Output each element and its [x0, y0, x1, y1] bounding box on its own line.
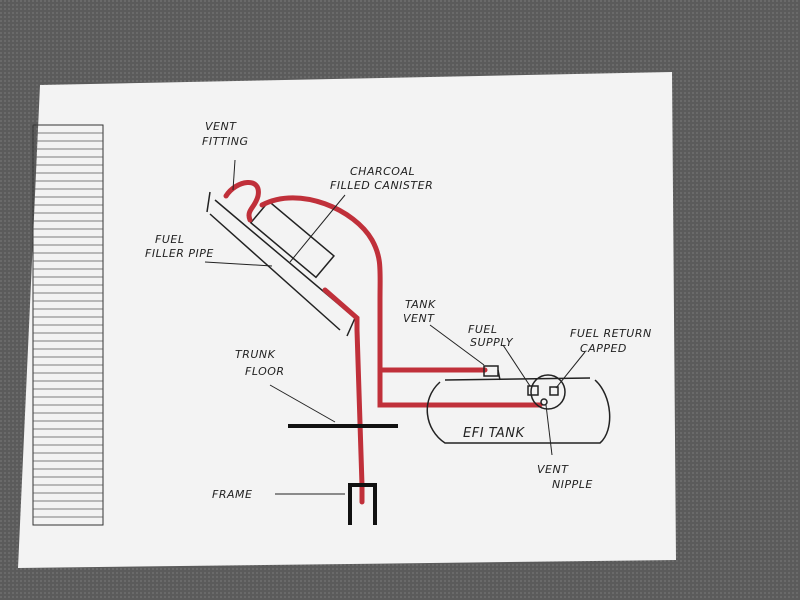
label-efi-tank: EFI TANK	[463, 426, 526, 441]
leader-lines	[204, 159, 586, 495]
paper-sheet	[18, 72, 676, 568]
vent-hose	[223, 180, 543, 505]
charcoal-canister	[249, 200, 335, 279]
label-frame: FRAME	[212, 488, 252, 501]
hatched-wall	[32, 124, 104, 526]
efi-tank	[426, 365, 611, 444]
frame-bracket	[348, 483, 377, 525]
